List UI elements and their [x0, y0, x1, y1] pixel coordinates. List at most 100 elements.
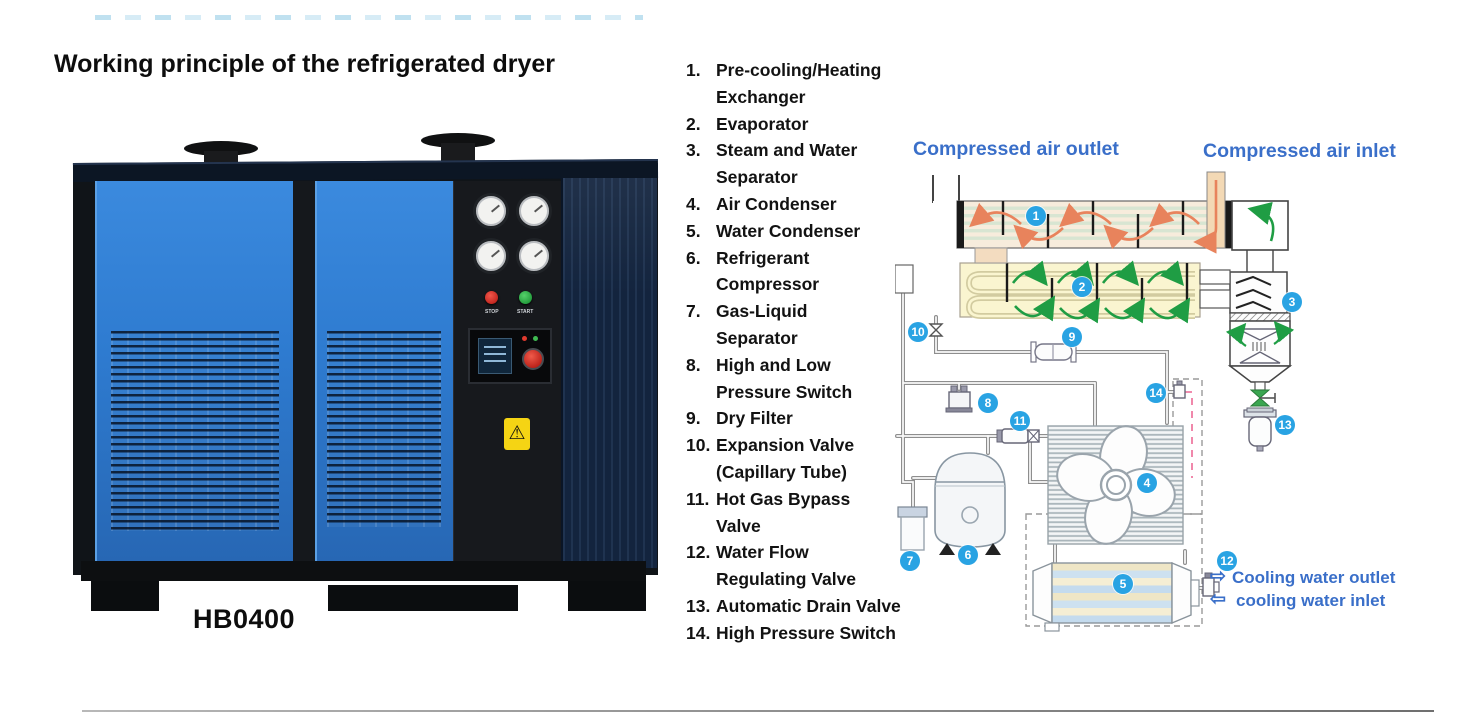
water-condenser: [1032, 561, 1200, 632]
legend-item-2: 2. Evaporator: [686, 111, 1006, 138]
controller-display: [478, 338, 512, 374]
legend-item-4: 4. Air Condenser: [686, 191, 1006, 218]
pipe-flange-icon: [421, 133, 495, 148]
legend-item-label: Gas-Liquid Separator: [716, 301, 808, 348]
evap-left-box: [895, 264, 914, 294]
diagram-marker-1: 1: [1026, 206, 1046, 226]
controller-recess: [468, 328, 552, 384]
green-led-icon: [533, 336, 538, 341]
hot-gas-bypass-valve: [996, 428, 1040, 444]
legend-item-number: 13.: [686, 595, 711, 616]
legend-item-label: Steam and Water Separator: [716, 140, 858, 188]
vent-louvers: [327, 331, 441, 527]
bottom-divider: [82, 710, 1434, 712]
high-pressure-switch: [1173, 380, 1186, 399]
air-condenser: [1047, 425, 1184, 545]
diagram-marker-12: 12: [1217, 551, 1237, 571]
diagram-marker-9: 9: [1062, 327, 1082, 347]
control-panel: STOP START ⚠: [453, 181, 562, 561]
exchanger-evap-connector: [974, 247, 1008, 264]
machine-foot: [328, 585, 518, 611]
cooling-outlet-label: Cooling water outlet: [1232, 568, 1396, 587]
steam-water-separator: [1225, 271, 1295, 407]
machine-side-panel: [561, 178, 657, 568]
diagram-marker-14: 14: [1146, 383, 1166, 403]
pressure-gauge-icon: [516, 238, 552, 274]
dry-filter: [1030, 341, 1077, 363]
legend-item-label: Pre-cooling/Heating Exchanger: [716, 60, 882, 107]
emergency-knob-icon: [522, 348, 544, 370]
diagram-marker-10: 10: [908, 322, 928, 342]
legend-item-number: 7.: [686, 301, 701, 322]
legend-item-number: 5.: [686, 220, 701, 241]
legend-item-number: 8.: [686, 354, 701, 375]
diagram-marker-6: 6: [958, 545, 978, 565]
legend-item-3: 3. Steam and Water Separator: [686, 137, 1006, 191]
air-inlet-label: Compressed air inlet: [1203, 140, 1396, 162]
legend-item-number: 4.: [686, 193, 701, 214]
air-outlet-duct: [932, 175, 960, 203]
door-divider: [293, 181, 315, 561]
cooling-inlet-label: cooling water inlet: [1236, 591, 1386, 610]
legend-item-number: 1.: [686, 60, 701, 80]
legend-item-number: 2.: [686, 113, 701, 134]
red-led-icon: [522, 336, 527, 341]
diagram-marker-5: 5: [1113, 574, 1133, 594]
diagram-marker-3: 3: [1282, 292, 1302, 312]
pressure-gauge-icon: [473, 238, 509, 274]
component-legend: 1. Pre-cooling/Heating Exchanger 2. Evapora…: [686, 57, 1006, 647]
expansion-valve: [928, 323, 944, 337]
legend-item-7: 7. Gas-Liquid Separator: [686, 298, 1006, 352]
evaporator: [959, 260, 1231, 324]
automatic-drain-valve: [1243, 407, 1277, 452]
cooling-outlet-arrow-icon: ⇨: [1210, 566, 1226, 587]
legend-item-label: Refrigerant Compressor: [716, 247, 820, 295]
air-outlet-label: Compressed air outlet: [913, 138, 1119, 160]
legend-item-number: 3.: [686, 140, 701, 161]
legend-item-number: 11.: [686, 488, 710, 509]
diagram-marker-11: 11: [1010, 411, 1030, 431]
legend-item-6: 6.Refrigerant Compressor: [686, 245, 1006, 299]
legend-item-number: 9.: [686, 408, 701, 429]
machine-foot: [91, 581, 159, 611]
schematic-diagram: [895, 171, 1295, 632]
legend-item-14: 14.High Pressure Switch: [686, 620, 1006, 647]
legend-item-label: Hot Gas Bypass Valve: [716, 488, 851, 536]
legend-item-label: Air Condenser: [716, 193, 837, 214]
gas-liquid-separator: [897, 506, 928, 551]
refrigerant-compressor: [934, 452, 1006, 555]
precooling-exchanger: [956, 200, 1233, 250]
legend-item-12: 12.Water Flow Regulating Valve: [686, 539, 1006, 593]
water-flow-regulating-valve: [1202, 572, 1220, 597]
air-inlet-duct: [1193, 171, 1226, 254]
legend-item-11: 11. Hot Gas Bypass Valve: [686, 486, 1006, 540]
legend-item-label: Water Condenser: [716, 220, 861, 241]
pipe-flange-icon: [184, 141, 258, 156]
diagram-marker-2: 2: [1072, 277, 1092, 297]
legend-item-13: 13.Automatic Drain Valve: [686, 593, 1006, 620]
legend-item-label: Evaporator: [716, 113, 809, 134]
pressure-gauge-icon: [516, 193, 552, 229]
legend-item-number: 10.: [686, 435, 711, 456]
pressure-gauge-icon: [473, 193, 509, 229]
legend-item-number: 14.: [686, 622, 711, 643]
vent-louvers: [111, 331, 279, 531]
legend-item-1: 1. Pre-cooling/Heating Exchanger: [686, 57, 1006, 111]
cooling-inlet-arrow-icon: ⇦: [1210, 589, 1226, 610]
legend-item-label: Water Flow Regulating Valve: [716, 542, 857, 590]
inlet-chamber: [1231, 200, 1289, 272]
stop-button: [485, 291, 498, 304]
machine-photo: STOP START ⚠: [63, 133, 663, 618]
legend-item-9: 9.Dry Filter: [686, 405, 1006, 432]
legend-item-label: Expansion Valve (Capillary Tube): [716, 435, 855, 482]
cropped-text-smudge: [95, 15, 643, 20]
legend-item-number: 12.: [686, 542, 711, 563]
start-label: START: [517, 309, 534, 315]
machine-foot: [568, 581, 646, 611]
legend-item-label: High Pressure Switch: [716, 622, 896, 643]
legend-item-5: 5. Water Condenser: [686, 218, 1006, 245]
pressure-switch-dashed-line: [1185, 391, 1193, 478]
page-title: Working principle of the refrigerated dr…: [54, 50, 556, 78]
high-low-pressure-switch: [945, 385, 973, 413]
